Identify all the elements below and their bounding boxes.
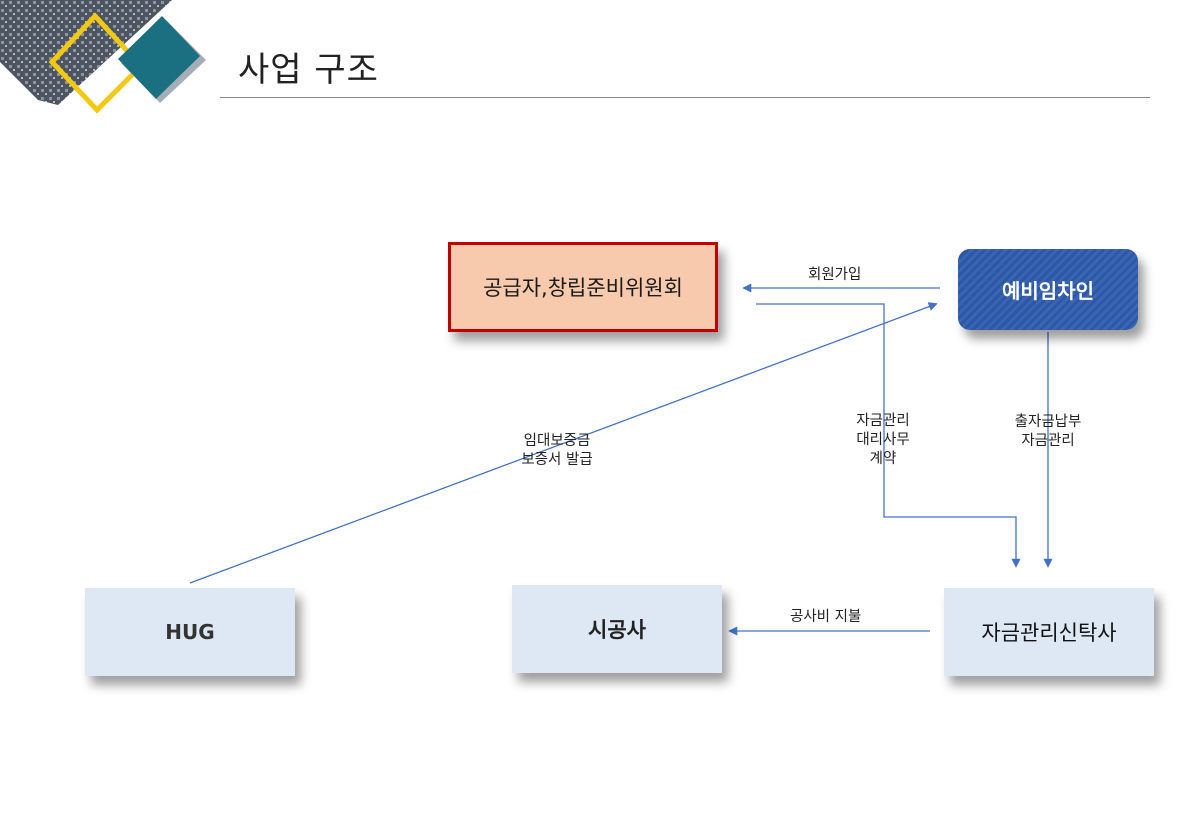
arrow-guarantee <box>189 302 938 584</box>
label-fund-contract: 자금관리 대리사무 계약 <box>843 412 923 469</box>
city-photo <box>0 0 172 105</box>
node-supplier: 공급자,창립준비위원회 <box>448 242 718 332</box>
page-title: 사업 구조 <box>238 50 379 90</box>
node-trust-company: 자금관리신탁사 <box>944 588 1154 676</box>
node-hug: HUG <box>85 588 295 676</box>
title-divider <box>220 97 1150 98</box>
corner-graphic <box>0 0 206 114</box>
yellow-diamond <box>48 12 145 114</box>
label-guarantee-line: 보증서 발급 <box>521 452 593 468</box>
node-prospective-tenant: 예비임차인 <box>958 249 1138 330</box>
label-guarantee-line: 임대보증금 <box>523 433 591 449</box>
label-payment-line: 출자금납부 <box>1014 414 1082 430</box>
label-fund-contract-line: 자금관리 <box>856 413 910 429</box>
arrow-fund-contract <box>756 303 1021 568</box>
label-fund-contract-line: 대리사무 <box>856 432 910 448</box>
label-payment: 출자금납부 자금관리 <box>1000 413 1096 451</box>
label-membership: 회원가입 <box>808 267 862 283</box>
label-payment-line: 자금관리 <box>1021 433 1075 449</box>
label-construction: 공사비 지불 <box>790 609 862 625</box>
teal-diamond <box>118 16 200 99</box>
label-fund-contract-line: 계약 <box>869 451 897 467</box>
node-builder: 시공사 <box>512 585 722 673</box>
label-guarantee: 임대보증금 보증서 발급 <box>502 432 612 470</box>
